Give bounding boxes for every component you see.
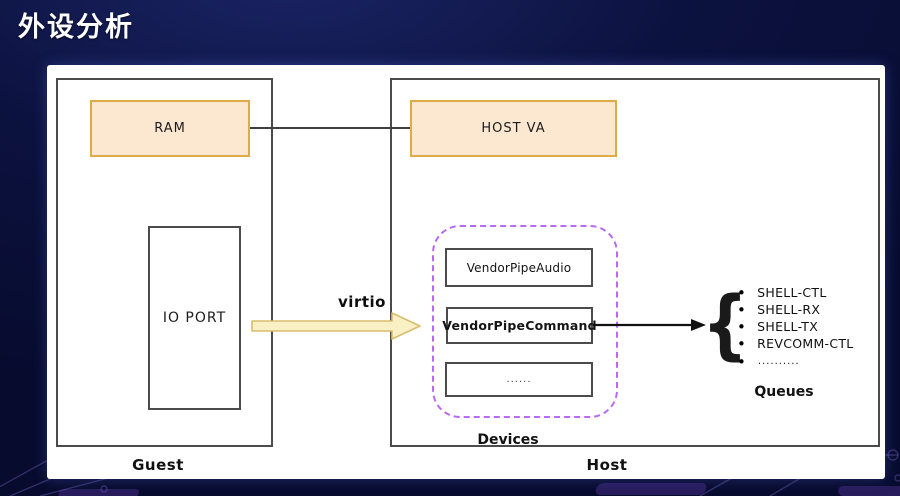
host-label: Host (586, 456, 628, 474)
guest-label: Guest (132, 456, 184, 474)
queue-item: SHELL-CTL (737, 284, 854, 301)
io-port-label: IO PORT (162, 310, 227, 326)
guest-container (56, 78, 273, 447)
page-title: 外设分析 (18, 12, 134, 43)
queues-label: Queues (754, 384, 814, 400)
ram-label: RAM (154, 121, 186, 136)
command-to-queues-arrow-icon (593, 319, 706, 331)
virtio-label: virtio (338, 293, 386, 311)
vendor-pipe-more-box: ...... (445, 362, 593, 397)
io-port-box: IO PORT (148, 226, 241, 410)
queue-item: SHELL-TX (737, 318, 854, 335)
vendor-pipe-command-label: VendorPipeCommand (442, 318, 597, 333)
vendor-pipe-audio-label: VendorPipeAudio (466, 260, 572, 275)
queue-item: SHELL-RX (737, 301, 854, 318)
queue-item: REVCOMM-CTL (737, 335, 854, 352)
diagram-panel: RAM IO PORT Guest HOST VA Host virtio Ve… (47, 65, 885, 479)
vendor-pipe-more-label: ...... (506, 374, 532, 385)
queue-list: SHELL-CTL SHELL-RX SHELL-TX REVCOMM-CTL … (737, 284, 854, 371)
virtio-block-arrow-icon (251, 312, 421, 340)
host-va-box: HOST VA (410, 100, 617, 157)
queue-item-ellipsis: .......... (737, 352, 854, 371)
ram-hostva-connector-line (250, 127, 410, 129)
vendor-pipe-audio-box: VendorPipeAudio (445, 248, 593, 287)
ram-box: RAM (90, 100, 250, 157)
vendor-pipe-command-box: VendorPipeCommand (442, 307, 597, 344)
curly-brace-icon: { (702, 279, 748, 368)
devices-group (432, 225, 618, 418)
host-container (390, 78, 880, 447)
devices-label: Devices (477, 432, 539, 448)
host-va-label: HOST VA (481, 121, 546, 136)
